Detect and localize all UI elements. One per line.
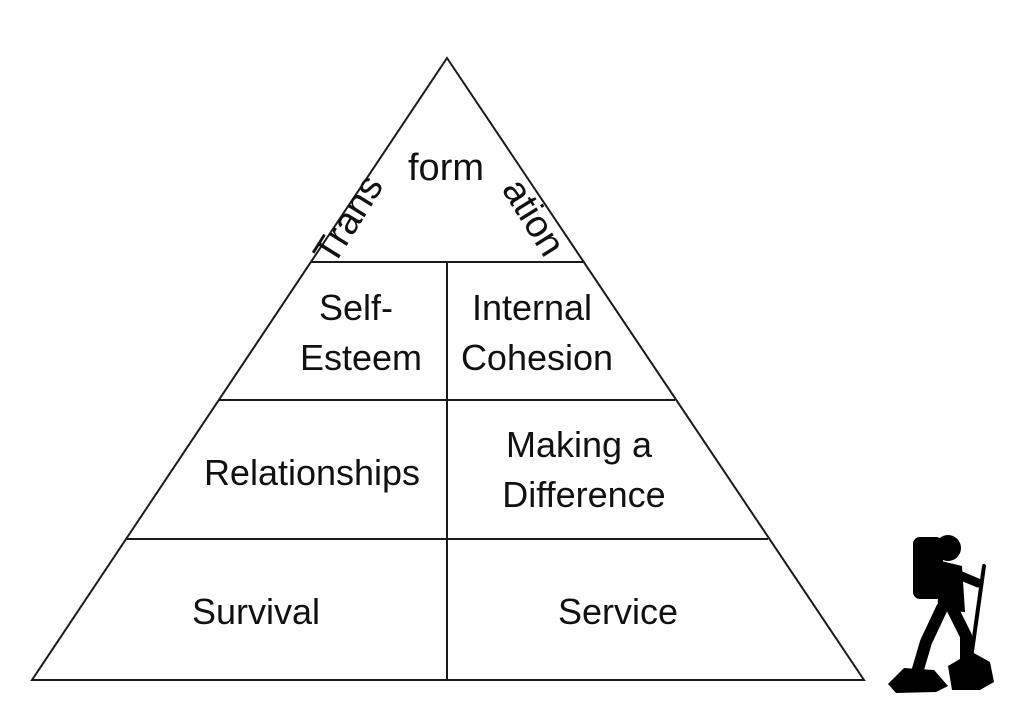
top-label-part1: Trans bbox=[306, 168, 392, 271]
hiker-icon bbox=[888, 535, 994, 693]
cell-internal-cohesion: Internal Cohesion bbox=[461, 287, 613, 378]
cell-relationships: Relationships bbox=[204, 452, 420, 493]
top-label-part3: ation bbox=[494, 172, 573, 264]
cell-self-esteem: Self- Esteem bbox=[300, 287, 422, 378]
cell-making-a-difference: Making a Difference bbox=[502, 424, 665, 515]
cell-service: Service bbox=[558, 591, 678, 632]
cell-survival: Survival bbox=[192, 591, 320, 632]
top-label-part2: form bbox=[408, 147, 484, 189]
